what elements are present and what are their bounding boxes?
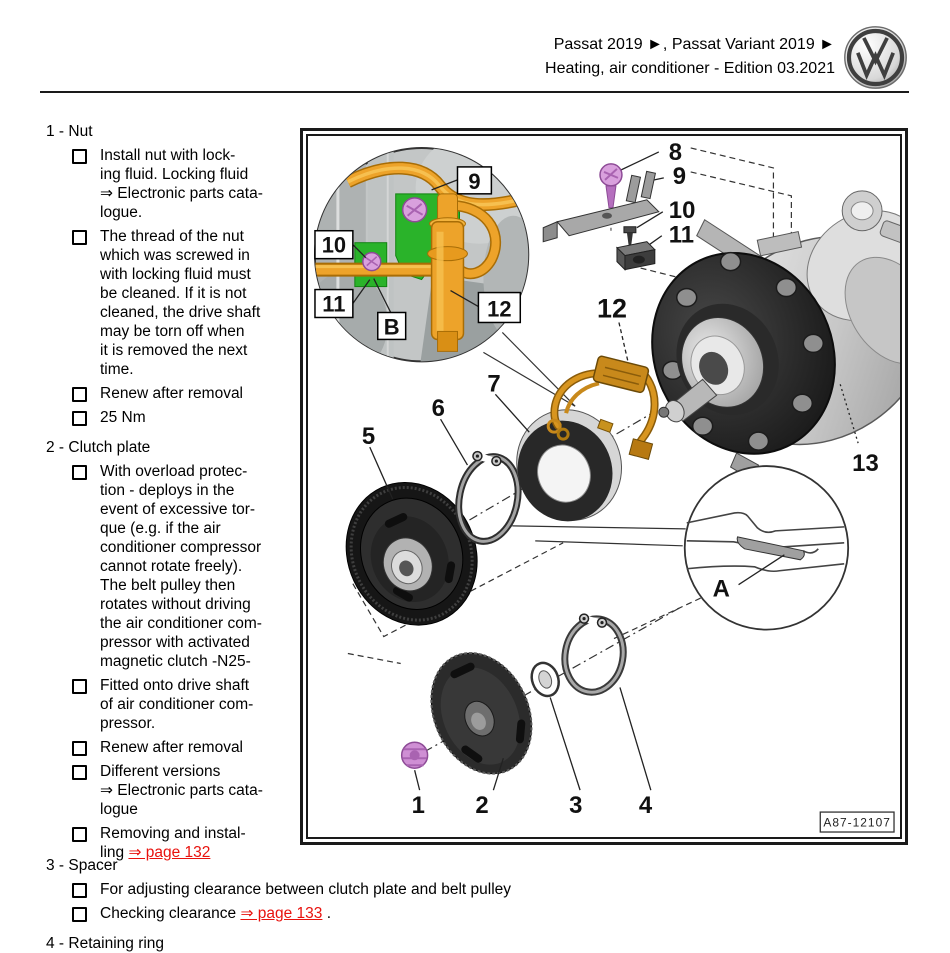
page-header: Passat 2019 ►, Passat Variant 2019 ► Hea… bbox=[545, 33, 835, 81]
sensor-11 bbox=[615, 241, 656, 271]
list-item: Install nut with lock- ing fluid. Lockin… bbox=[72, 146, 298, 222]
retaining-ring-6: 6 bbox=[432, 395, 522, 545]
exploded-diagram: 13 bbox=[313, 139, 900, 833]
part-note: Fitted onto drive shaft of air condition… bbox=[100, 677, 254, 732]
part-note: Renew after removal bbox=[100, 739, 244, 756]
screw-8 bbox=[605, 185, 617, 209]
nut-1: 1 bbox=[400, 741, 429, 819]
header-rule bbox=[40, 91, 909, 93]
checkbox-icon bbox=[72, 230, 87, 245]
callout-10-inset: 10 bbox=[322, 233, 346, 258]
list-item: Removing and instal- ling ⇒ page 132 bbox=[72, 824, 298, 862]
part-note-suffix: . bbox=[322, 905, 332, 922]
callout-11-top: 11 bbox=[669, 222, 694, 249]
bracket-9 bbox=[542, 170, 660, 243]
part-note-text: Removing and instal- ling bbox=[100, 825, 246, 861]
part-note: The thread of the nut which was screwed … bbox=[100, 228, 261, 378]
part-2-heading: 2 - Clutch plate bbox=[46, 439, 151, 456]
header-model-line: Passat 2019 ►, Passat Variant 2019 ► bbox=[553, 36, 835, 53]
diagram-frame: 13 bbox=[300, 128, 908, 845]
drawing-ref-label: A87-12107 bbox=[823, 816, 890, 830]
header-edition-line: Heating, air conditioner - Edition 03.20… bbox=[545, 60, 835, 77]
callout-4: 4 bbox=[639, 792, 653, 819]
diagram-frame-inner: 13 bbox=[306, 134, 902, 839]
list-item: Fitted onto drive shaft of air condition… bbox=[72, 676, 298, 733]
part-note: 25 Nm bbox=[100, 409, 146, 426]
callout-6: 6 bbox=[432, 395, 445, 422]
checkbox-icon bbox=[72, 907, 87, 922]
list-item: Renew after removal bbox=[72, 384, 298, 403]
part-note: For adjusting clearance between clutch p… bbox=[100, 881, 512, 898]
magnet-coil-7: 7 bbox=[487, 370, 623, 522]
parts-list-left: 1 - Nut Install nut with lock- ing fluid… bbox=[46, 122, 298, 867]
callout-11-inset: 11 bbox=[322, 291, 345, 316]
bracket-parts-8-11: 8 9 10 11 bbox=[542, 139, 696, 271]
part-note: Checking clearance ⇒ page 133 . bbox=[100, 904, 331, 923]
part-note: Different versions ⇒ Electronic parts ca… bbox=[100, 763, 263, 818]
part-note: Install nut with lock- ing fluid. Lockin… bbox=[100, 147, 263, 221]
spacer-3: 3 bbox=[530, 661, 582, 819]
vw-logo-icon bbox=[844, 26, 907, 89]
callout-3: 3 bbox=[569, 792, 582, 819]
clutch-plate-2: 2 bbox=[430, 652, 533, 819]
part-1-heading: 1 - Nut bbox=[46, 123, 93, 140]
callout-8: 8 bbox=[669, 139, 682, 166]
checkbox-icon bbox=[72, 387, 87, 402]
compressor-13 bbox=[651, 190, 900, 480]
retaining-ring-4: 4 bbox=[561, 613, 653, 819]
callout-a: A bbox=[713, 576, 730, 603]
callout-9-top: 9 bbox=[673, 163, 686, 190]
part-note: Renew after removal bbox=[100, 385, 244, 402]
list-item: The thread of the nut which was screwed … bbox=[72, 227, 298, 379]
groove-detail-circle: A bbox=[683, 465, 850, 631]
callout-12-inset: 12 bbox=[487, 296, 511, 321]
parts-list-bottom: 3 - Spacer For adjusting clearance betwe… bbox=[46, 856, 910, 953]
callout-10-top: 10 bbox=[669, 197, 696, 224]
callout-13-leader bbox=[839, 384, 859, 444]
part-2-section: 2 - Clutch plate With overload protec- t… bbox=[46, 438, 298, 862]
checkbox-icon bbox=[72, 465, 87, 480]
part-note-text: Checking clearance bbox=[100, 905, 241, 922]
callout-2: 2 bbox=[475, 792, 488, 819]
compressor-bolts bbox=[662, 251, 825, 451]
part-note: Removing and instal- ling ⇒ page 132 bbox=[100, 824, 246, 862]
checkbox-icon bbox=[72, 765, 87, 780]
checkbox-icon bbox=[72, 679, 87, 694]
drawing-ref: A87-12107 bbox=[819, 811, 895, 833]
checkbox-icon bbox=[72, 149, 87, 164]
callout-13: 13 bbox=[852, 450, 879, 477]
checkbox-icon bbox=[72, 827, 87, 842]
part-3-heading: 3 - Spacer bbox=[46, 857, 118, 874]
checkbox-icon bbox=[72, 883, 87, 898]
page-133-link[interactable]: ⇒ page 133 bbox=[240, 905, 323, 922]
callout-9-inset: 9 bbox=[468, 169, 480, 194]
list-item: Renew after removal bbox=[72, 738, 298, 757]
part-3-section: 3 - Spacer For adjusting clearance betwe… bbox=[46, 856, 910, 923]
checkbox-icon bbox=[72, 741, 87, 756]
wiring-harness-12: 12 bbox=[546, 293, 659, 461]
callout-12: 12 bbox=[597, 293, 627, 323]
callout-1: 1 bbox=[412, 792, 425, 819]
part-4-heading: 4 - Retaining ring bbox=[46, 935, 165, 952]
callout-5: 5 bbox=[362, 423, 375, 450]
part-1-section: 1 - Nut Install nut with lock- ing fluid… bbox=[46, 122, 298, 427]
part-4-section: 4 - Retaining ring bbox=[46, 934, 910, 953]
list-item: With overload protec- tion - deploys in … bbox=[72, 462, 298, 671]
checkbox-icon bbox=[72, 411, 87, 426]
part-note: With overload protec- tion - deploys in … bbox=[100, 463, 262, 670]
inset-callout-boxes: 9 10 11 B 12 bbox=[314, 166, 522, 341]
page-132-link[interactable]: ⇒ page 132 bbox=[128, 844, 211, 861]
callout-b-inset: B bbox=[384, 314, 400, 339]
list-item: For adjusting clearance between clutch p… bbox=[72, 880, 910, 899]
valve-detail-inset: 9 10 11 B 12 bbox=[313, 146, 530, 363]
list-item: Checking clearance ⇒ page 133 . bbox=[72, 904, 910, 923]
list-item: Different versions ⇒ Electronic parts ca… bbox=[72, 762, 298, 819]
list-item: 25 Nm bbox=[72, 408, 298, 427]
callout-7: 7 bbox=[487, 370, 500, 397]
